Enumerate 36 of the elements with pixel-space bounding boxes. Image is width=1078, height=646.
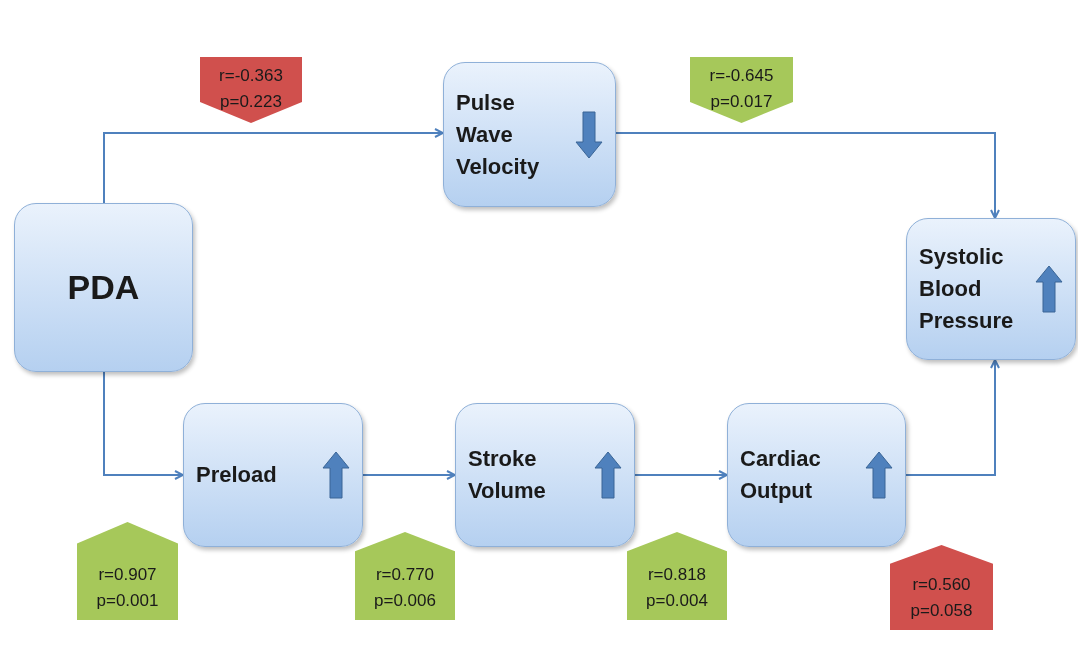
process-box	[443, 62, 616, 207]
process-box	[727, 403, 906, 547]
arrow	[634, 470, 728, 480]
statistic-text: p=0.017	[710, 91, 773, 113]
statistic-text: r=-0.363	[219, 65, 283, 87]
box-label: PDA	[66, 267, 141, 308]
correlation-badge	[890, 545, 993, 630]
statistic-text: r=0.907	[98, 564, 157, 586]
statistic-text: p=0.223	[220, 91, 282, 113]
statistic-text: p=0.006	[374, 590, 436, 612]
statistic-text: p=0.058	[910, 600, 973, 622]
box-label: Pulse Wave Velocity	[456, 88, 541, 181]
box-label: Systolic Blood Pressure	[919, 243, 1015, 335]
arrow	[905, 359, 1000, 476]
statistic-text: r=0.770	[375, 564, 435, 586]
arrow	[362, 470, 456, 480]
box-label: Preload	[196, 461, 278, 489]
statistic-text: p=0.004	[646, 590, 708, 612]
statistic-text: r=-0.645	[709, 65, 774, 87]
statistic-text: r=0.560	[912, 574, 971, 596]
statistic-text: r=0.818	[647, 564, 707, 586]
box-label: Stroke Volume	[468, 445, 547, 505]
statistic-text: p=0.001	[96, 590, 159, 612]
arrow	[615, 132, 1000, 219]
process-box	[183, 403, 363, 547]
source-box	[14, 203, 193, 372]
correlation-badge	[77, 522, 178, 620]
correlation-badge	[690, 57, 793, 123]
process-box	[906, 218, 1076, 360]
correlation-badge	[200, 57, 302, 123]
correlation-badge	[627, 532, 727, 620]
arrow	[103, 128, 444, 204]
box-label: Cardiac Output	[740, 445, 822, 505]
arrow	[103, 371, 184, 480]
process-box	[455, 403, 635, 547]
correlation-badge	[355, 532, 455, 620]
